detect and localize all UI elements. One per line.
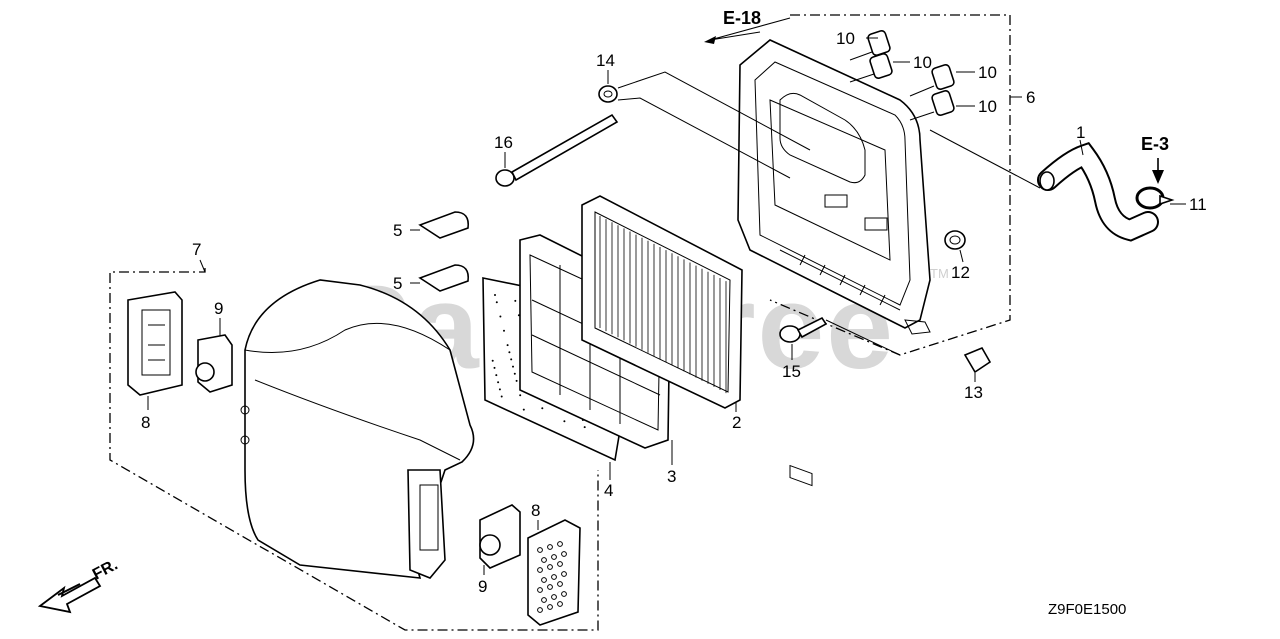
callout-9-upper: 9 <box>214 299 223 318</box>
part-5-clip-upper <box>418 211 470 239</box>
callout-10-b: 10 <box>913 53 932 72</box>
front-direction-arrow <box>37 576 102 614</box>
part-11-clamp <box>1135 186 1175 210</box>
e3-arrowhead <box>1152 170 1164 184</box>
group-6-boundary <box>769 14 1011 356</box>
callout-5-upper: 5 <box>393 221 402 240</box>
part-12-grommet <box>944 230 966 250</box>
callout-15: 15 <box>782 362 801 381</box>
part-16-long-bolt <box>495 113 619 187</box>
dowel-line-c <box>909 85 935 97</box>
part-14-nut <box>598 85 618 103</box>
callout-10-c: 10 <box>978 63 997 82</box>
nut-14-line-2 <box>617 97 791 179</box>
callout-5-lower: 5 <box>393 274 402 293</box>
nut-14-line <box>617 71 811 151</box>
callout-8-upper: 8 <box>141 413 150 432</box>
leader-1 <box>1079 139 1084 156</box>
part-8-latch-upper <box>127 291 183 396</box>
part-15-bolt <box>779 316 828 343</box>
dowel-line-b <box>849 73 875 83</box>
callout-14: 14 <box>596 51 615 70</box>
e18-arrowhead <box>704 36 716 44</box>
dowel-line-a <box>849 51 873 61</box>
part-2-paper-element <box>581 195 743 409</box>
callout-7: 7 <box>192 240 201 259</box>
callout-11: 11 <box>1189 195 1207 214</box>
part-5-clip-lower <box>418 264 470 292</box>
part-13-cap <box>963 346 992 374</box>
callout-9-lower: 9 <box>478 577 487 596</box>
callout-10-d: 10 <box>978 97 997 116</box>
dowel-line-d <box>909 111 935 121</box>
part-10-dowels <box>867 29 955 117</box>
leader-12 <box>959 249 964 263</box>
callout-1: 1 <box>1076 123 1085 142</box>
tube-1-line <box>929 129 1041 189</box>
callout-8-lower: 8 <box>531 501 540 520</box>
callout-10-a: 10 <box>836 29 855 48</box>
watermark-tm: TM <box>930 266 949 281</box>
ref-e18: E-18 <box>723 8 761 28</box>
part-7-cover <box>240 279 475 579</box>
e18-arrows <box>709 17 791 41</box>
callout-2: 2 <box>732 413 741 432</box>
callout-3: 3 <box>667 467 676 486</box>
callout-13: 13 <box>964 383 983 402</box>
part-9-clip-lower <box>479 504 521 569</box>
part-1-breather-tube <box>1037 142 1159 242</box>
ref-e3: E-3 <box>1141 134 1169 154</box>
part-9-clip-upper <box>195 334 233 393</box>
callout-4: 4 <box>604 481 613 500</box>
callout-16: 16 <box>494 133 513 152</box>
bolt-15-line <box>825 319 901 356</box>
part-6-case <box>737 39 931 487</box>
leader-7 <box>199 259 206 273</box>
callout-6: 6 <box>1026 88 1035 107</box>
callout-12: 12 <box>951 263 970 282</box>
diagram-code: Z9F0E1500 <box>1048 601 1126 618</box>
part-8-grille-lower <box>527 519 581 626</box>
